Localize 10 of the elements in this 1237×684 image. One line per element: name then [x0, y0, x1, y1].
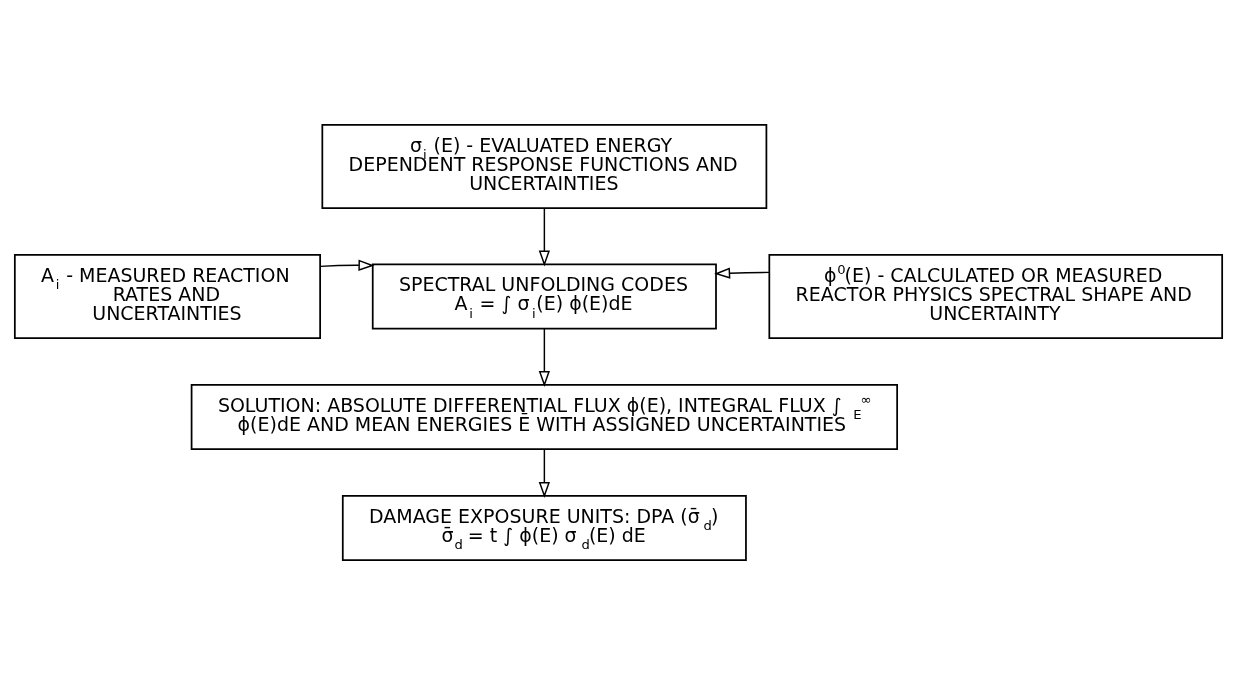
- node-box: DAMAGE EXPOSURE UNITS: DPA (σ̄$_{d}$) σ̄$_{d}$ = t ∫ ϕ(E) σ$_{d}$(E) dE: [341, 494, 747, 561]
- arrow: [538, 206, 550, 267]
- arrow: [538, 327, 550, 387]
- node-box: σ$_{i}$ (E) - EVALUATED ENERGY DEPENDENT RESPONSE FUNCTIONS AND UNCERTAINTIES: [321, 123, 768, 209]
- node-box: SPECTRAL UNFOLDING CODES A$_{i}$ = ∫ σ$_{i}$(E) ϕ(E)dE: [371, 262, 717, 329]
- arrow: [714, 267, 770, 279]
- arrow: [538, 447, 550, 498]
- arrow: [319, 259, 375, 271]
- node-box: A$_{i}$ - MEASURED REACTION RATES AND UNCERTAINTIES: [13, 253, 321, 339]
- node-box: ϕ$^{0}$(E) - CALCULATED OR MEASURED REACTOR PHYSICS SPECTRAL SHAPE AND UNCERTAINTY: [768, 253, 1224, 339]
